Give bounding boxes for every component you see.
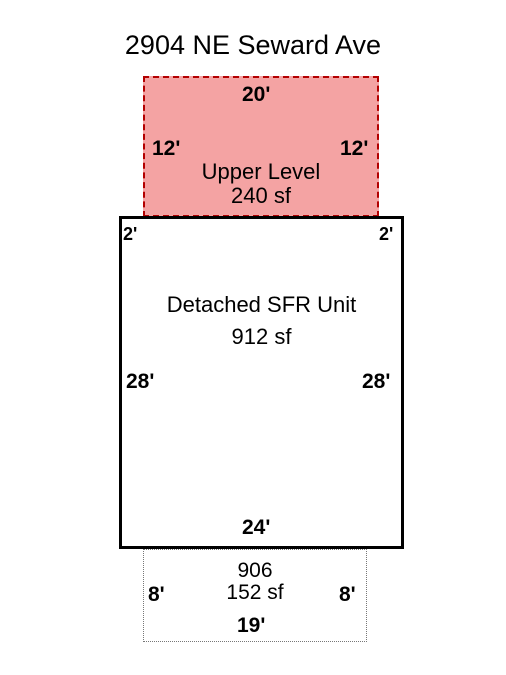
lower-area-outline: 906 152 sf — [143, 549, 367, 642]
main-bottom-dimension: 24' — [242, 516, 271, 539]
upper-right-dimension: 12' — [340, 137, 369, 160]
main-left-dimension: 28' — [126, 370, 155, 393]
lower-left-dimension: 8' — [148, 583, 165, 606]
main-right-dimension: 28' — [362, 370, 391, 393]
upper-top-dimension: 20' — [242, 83, 271, 106]
diagram-title: 2904 NE Seward Ave — [124, 30, 382, 60]
lower-right-dimension: 8' — [339, 583, 356, 606]
upper-level-outline: Upper Level 240 sf — [143, 76, 379, 217]
main-offset-left: 2' — [123, 224, 138, 244]
main-offset-right: 2' — [379, 224, 394, 244]
main-unit-outline: Detached SFR Unit 912 sf — [119, 216, 404, 549]
upper-level-area: 240 sf — [231, 183, 291, 208]
lower-area-size: 152 sf — [226, 581, 284, 604]
main-unit-name: Detached SFR Unit — [166, 292, 357, 317]
main-unit-area: 912 sf — [231, 324, 292, 349]
lower-bottom-dimension: 19' — [237, 614, 266, 637]
upper-left-dimension: 12' — [152, 137, 181, 160]
lower-area-name: 906 — [237, 559, 273, 582]
upper-level-name: Upper Level — [201, 159, 321, 184]
